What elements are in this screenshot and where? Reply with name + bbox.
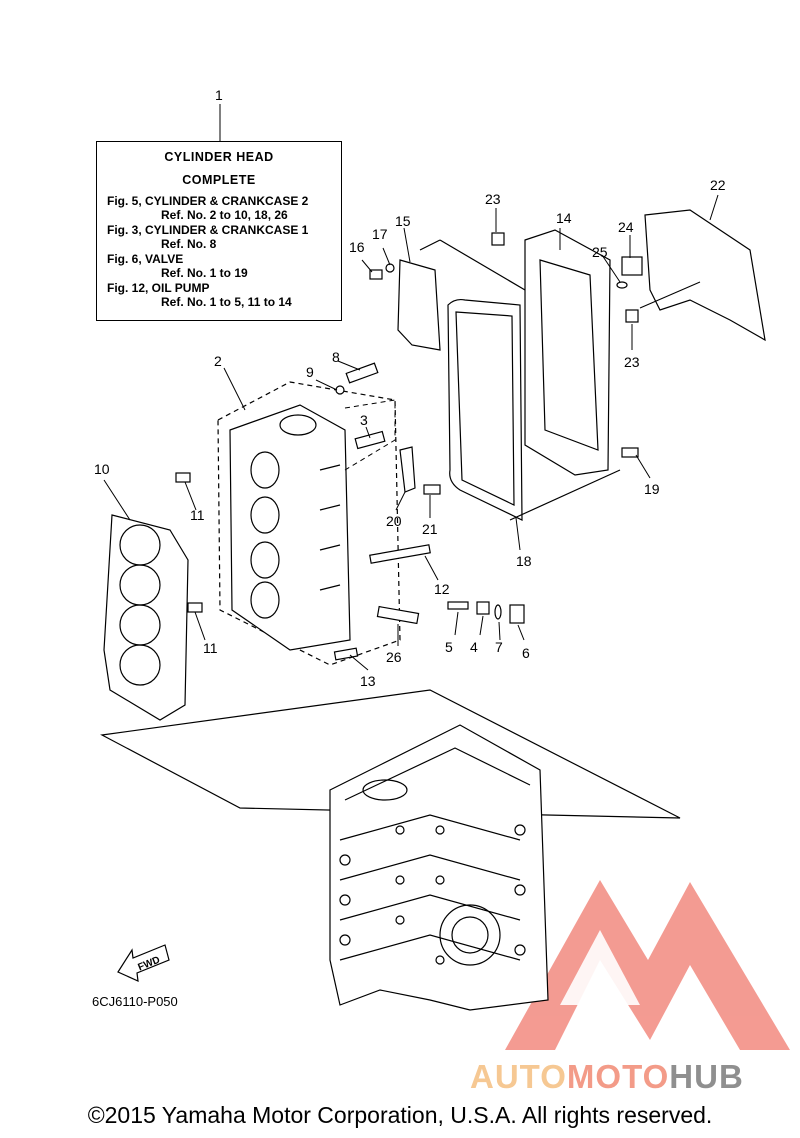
callout-ref: Ref. No. 2 to 10, 18, 26 — [161, 208, 288, 222]
callout-box: CYLINDER HEAD COMPLETE Fig. 5, CYLINDER … — [96, 141, 342, 321]
part-number: 23 — [485, 191, 501, 207]
part-number: 9 — [306, 364, 314, 380]
callout-title: CYLINDER HEAD — [164, 150, 274, 164]
head-gasket — [103, 514, 189, 721]
part-number-labels: 2 3 4 5 6 7 8 9 10 11 11 12 13 14 15 16 … — [94, 177, 726, 689]
part-number: 4 — [470, 639, 478, 655]
callout-ref: Ref. No. 1 to 19 — [161, 266, 248, 280]
cover-22 — [644, 209, 766, 342]
callout-fig: Fig. 5, CYLINDER & CRANKCASE 2 — [107, 194, 309, 208]
callout-subtitle: COMPLETE — [182, 173, 256, 187]
part-number: 2 — [214, 353, 222, 369]
part-number: 11 — [190, 507, 205, 523]
part-number: 17 — [372, 226, 388, 242]
plate-15 — [397, 259, 441, 351]
part-number: 21 — [422, 521, 438, 537]
part-number: 26 — [386, 649, 402, 665]
part-number: 16 — [349, 239, 365, 255]
part-number: 10 — [94, 461, 110, 477]
callout-ref: Ref. No. 1 to 5, 11 to 14 — [161, 295, 292, 309]
part-number: 6 — [522, 645, 530, 661]
fwd-arrow: FWD — [117, 944, 170, 982]
part-number: 15 — [395, 213, 411, 229]
part-number: 23 — [624, 354, 640, 370]
callout-ref-number: 1 — [215, 87, 223, 103]
part-number: 3 — [360, 412, 368, 428]
fasteners — [175, 232, 643, 661]
part-number: 25 — [592, 244, 608, 260]
part-number: 20 — [386, 513, 402, 529]
part-number: 12 — [434, 581, 450, 597]
exhaust-cover — [419, 229, 621, 521]
part-number: 8 — [332, 349, 340, 365]
part-number: 24 — [618, 219, 634, 235]
leader-lines — [103, 194, 719, 671]
watermark-logo — [505, 880, 790, 1050]
copyright-notice: ©2015 Yamaha Motor Corporation, U.S.A. A… — [87, 1102, 713, 1128]
diagram-code: 6CJ6110-P050 — [92, 994, 178, 1009]
watermark-text: AUTOMOTOHUB — [470, 1058, 744, 1095]
callout-ref: Ref. No. 8 — [161, 237, 217, 251]
cylinder-block — [100, 689, 681, 1011]
part-number: 13 — [360, 673, 376, 689]
part-number: 18 — [516, 553, 532, 569]
part-number: 5 — [445, 639, 453, 655]
part-number: 22 — [710, 177, 726, 193]
part-number: 14 — [556, 210, 572, 226]
callout-fig: Fig. 3, CYLINDER & CRANKCASE 1 — [107, 223, 309, 237]
callout-fig: Fig. 12, OIL PUMP — [107, 281, 210, 295]
part-number: 7 — [495, 639, 503, 655]
callout-fig: Fig. 6, VALVE — [107, 252, 184, 266]
cylinder-head — [217, 381, 401, 666]
part-number: 19 — [644, 481, 660, 497]
part-number: 11 — [203, 640, 218, 656]
